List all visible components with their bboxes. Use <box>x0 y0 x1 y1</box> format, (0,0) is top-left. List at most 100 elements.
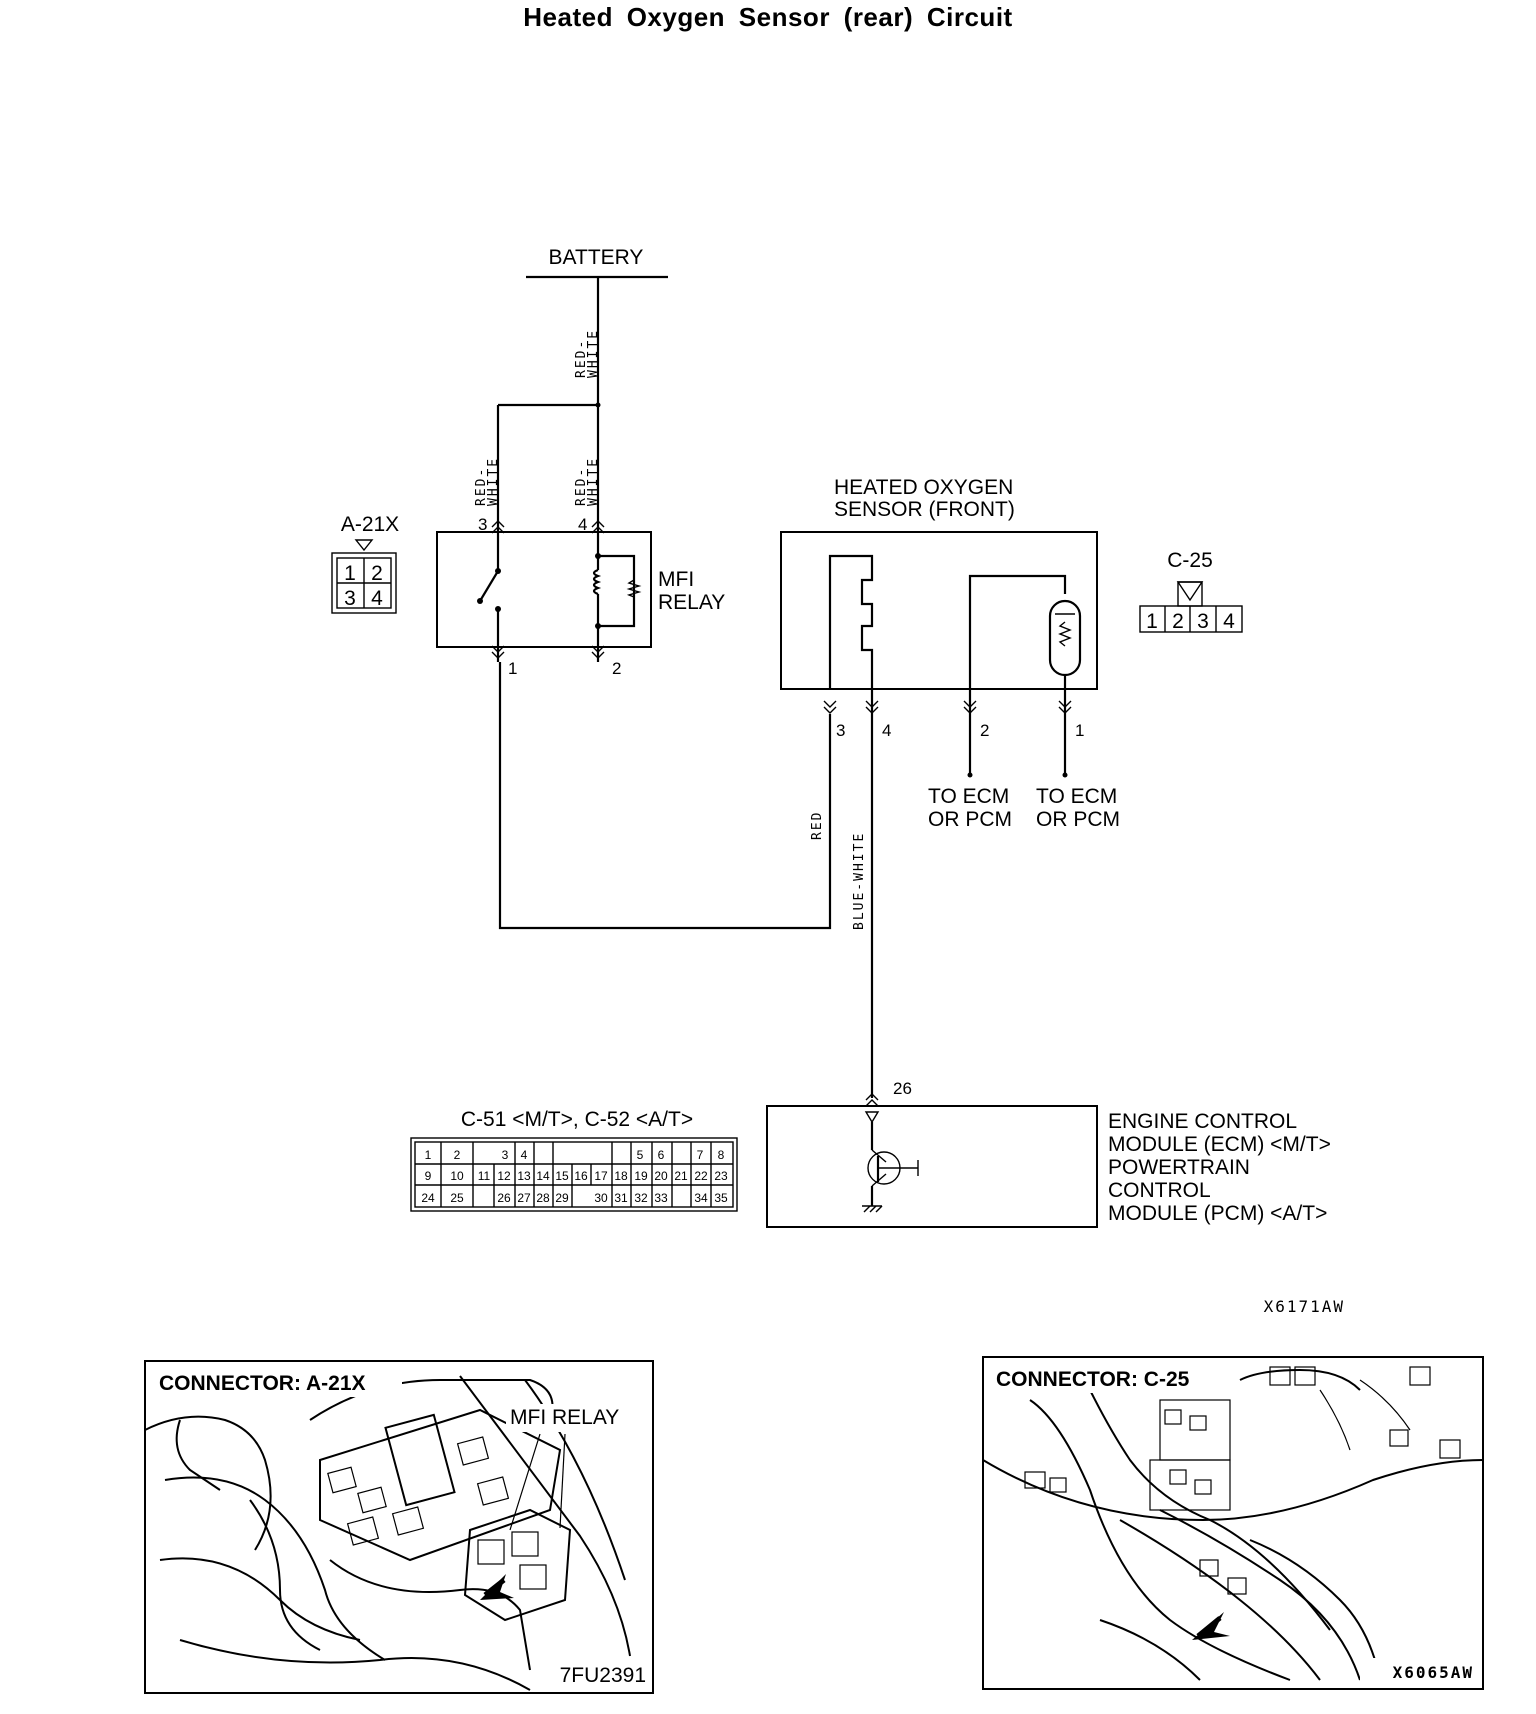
c51-cell-34: 34 <box>694 1191 708 1205</box>
hos-front-label: HEATED OXYGEN <box>834 476 1013 499</box>
c25-cell-1: 1 <box>1146 610 1158 633</box>
c51-cell-35: 35 <box>714 1191 728 1205</box>
photo-a21x-title: CONNECTOR: A-21X <box>159 1372 366 1395</box>
svg-text:WHITE: WHITE <box>486 457 501 506</box>
connector-c25-face: C-25 1 2 3 4 <box>1139 549 1243 633</box>
battery-label: BATTERY <box>549 246 644 269</box>
svg-text:RED-: RED- <box>574 467 589 506</box>
relay-pin-3: 3 <box>478 515 487 534</box>
relay-pin-1: 1 <box>508 659 517 678</box>
c51-cell-4: 4 <box>521 1148 528 1162</box>
c51-cell-11: 11 <box>478 1169 491 1183</box>
c51-cell-12: 12 <box>497 1169 511 1183</box>
svg-text:BLUE-WHITE: BLUE-WHITE <box>852 832 867 930</box>
c25-cell-3: 3 <box>1197 610 1209 633</box>
c51-cell-5: 5 <box>637 1148 644 1162</box>
c51-cell-29: 29 <box>555 1191 569 1205</box>
wire-red <box>498 662 832 930</box>
sensor-pin-2: 2 <box>980 721 989 740</box>
c51-cell-1: 1 <box>425 1148 432 1162</box>
to-ecm-label-2b: OR PCM <box>1036 808 1120 831</box>
c51-cell-22: 22 <box>694 1169 708 1183</box>
c51-cell-23: 23 <box>714 1169 728 1183</box>
c51-cell-21: 21 <box>674 1169 688 1183</box>
c51-cell-2: 2 <box>454 1148 461 1162</box>
ecm-label-5: MODULE (PCM) <A/T> <box>1108 1202 1327 1225</box>
c51-cell-10: 10 <box>450 1169 464 1183</box>
c51-cell-27: 27 <box>517 1191 531 1205</box>
c51-cell-8: 8 <box>718 1148 725 1162</box>
wire-label-red-white-right: RED- WHITE <box>574 457 601 506</box>
hos-front-label-2: SENSOR (FRONT) <box>834 498 1015 521</box>
photo-a21x-sketch <box>144 1375 631 1691</box>
mfi-relay-label-2: RELAY <box>658 591 725 614</box>
c51-cell-19: 19 <box>634 1169 648 1183</box>
ecm-label-1: ENGINE CONTROL <box>1108 1110 1297 1133</box>
wire-label-red: RED <box>810 811 825 840</box>
ecm-label-3: POWERTRAIN <box>1108 1156 1250 1179</box>
c51-cell-32: 32 <box>634 1191 648 1205</box>
c51-cell-20: 20 <box>654 1169 668 1183</box>
c51-cell-33: 33 <box>654 1191 668 1205</box>
c51-cell-3: 3 <box>502 1148 509 1162</box>
battery: BATTERY <box>526 246 668 279</box>
svg-text:WHITE: WHITE <box>586 457 601 506</box>
photo-c25-sketch <box>982 1366 1484 1681</box>
c25-cell-2: 2 <box>1172 610 1184 633</box>
ecm-label-4: CONTROL <box>1108 1179 1211 1202</box>
ecm-pcm: 26 ENGINE CONTROL MODULE (ECM) <M/T> POW… <box>766 1079 1331 1228</box>
c51-cell-28: 28 <box>536 1191 550 1205</box>
c51-grid-lines <box>440 1142 712 1207</box>
c51-cell-17: 17 <box>594 1169 608 1183</box>
figure-code: X6171AW <box>1264 1297 1345 1316</box>
sensor-pin-3: 3 <box>836 721 845 740</box>
sensor-pin-4: 4 <box>882 721 891 740</box>
svg-text:WHITE: WHITE <box>586 329 601 378</box>
a21x-cell-2: 2 <box>371 562 383 585</box>
wire-label-blue-white: BLUE-WHITE <box>852 832 867 930</box>
mfi-relay-label: MFI <box>658 568 694 591</box>
ecm-pin-26: 26 <box>893 1079 912 1098</box>
photo-a21x-callout: MFI RELAY <box>510 1406 619 1429</box>
c51-cell-14: 14 <box>536 1169 550 1183</box>
c51-cell-26: 26 <box>497 1191 511 1205</box>
c51-cell-13: 13 <box>517 1169 531 1183</box>
c51-cell-9: 9 <box>425 1169 432 1183</box>
wire-label-red-white-left: RED- WHITE <box>474 457 501 506</box>
c51-cell-25: 25 <box>450 1191 464 1205</box>
sensor-pin-1: 1 <box>1075 721 1084 740</box>
svg-text:RED-: RED- <box>474 467 489 506</box>
to-ecm-label-1: TO ECM <box>928 785 1009 808</box>
photo-a21x-code: 7FU2391 <box>560 1664 646 1687</box>
svg-text:RED: RED <box>810 811 825 840</box>
ecm-label-2: MODULE (ECM) <M/T> <box>1108 1133 1331 1156</box>
c51-cell-18: 18 <box>614 1169 628 1183</box>
wire-to-ecm: TO ECM OR PCM TO ECM OR PCM <box>928 714 1120 831</box>
c51-cell-16: 16 <box>574 1169 588 1183</box>
photo-c25-code: X6065AW <box>1393 1663 1474 1682</box>
photo-c25-title: CONNECTOR: C-25 <box>996 1368 1190 1391</box>
to-ecm-label-1b: OR PCM <box>928 808 1012 831</box>
c25-cell-4: 4 <box>1223 610 1235 633</box>
connector-a21x-face: A-21X 1 2 3 4 <box>331 513 399 614</box>
photo-connector-a21x: CONNECTOR: A-21X MFI RELAY 7FU2391 <box>144 1360 654 1694</box>
relay-pin-4: 4 <box>578 515 587 534</box>
c51-cell-24: 24 <box>421 1191 435 1205</box>
connector-c25-label: C-25 <box>1167 549 1213 572</box>
a21x-cell-1: 1 <box>344 562 356 585</box>
connector-a21x-label: A-21X <box>341 513 399 536</box>
connector-c51-c52-label: C-51 <M/T>, C-52 <A/T> <box>461 1108 693 1131</box>
svg-text:RED-: RED- <box>574 339 589 378</box>
c51-cell-31: 31 <box>614 1191 628 1205</box>
c51-cell-7: 7 <box>697 1148 704 1162</box>
a21x-cell-4: 4 <box>371 587 383 610</box>
c51-cell-6: 6 <box>658 1148 665 1162</box>
relay-pin-2: 2 <box>612 659 621 678</box>
wire-battery-to-relay <box>496 277 601 532</box>
heated-oxygen-sensor-front: HEATED OXYGEN SENSOR (FRONT) 3 4 2 1 <box>780 476 1098 740</box>
wire-label-red-white-top: RED- WHITE <box>574 329 601 378</box>
c51-cell-30: 30 <box>594 1191 608 1205</box>
